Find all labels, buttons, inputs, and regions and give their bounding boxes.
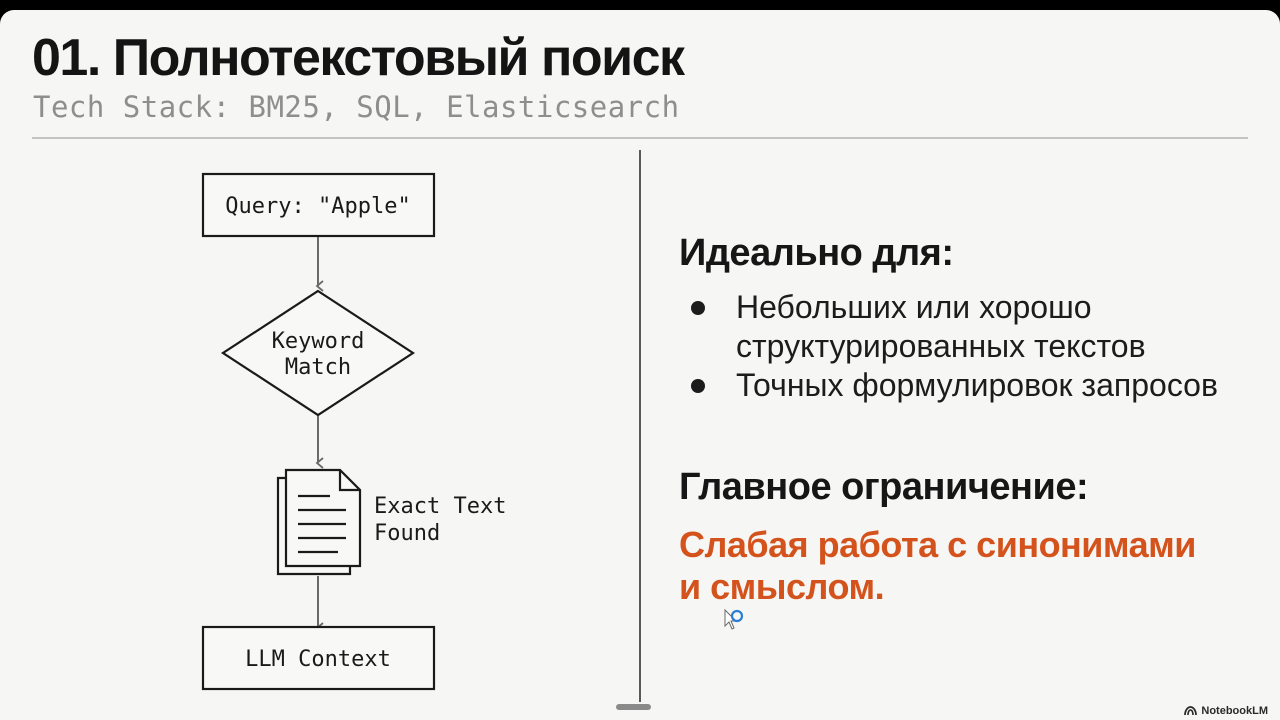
bullet-text: Точных формулировок запросов (736, 367, 1218, 403)
bullet-item: Небольших или хорошо структурированных т… (688, 288, 1248, 366)
keyword-match-line1: Keyword (272, 329, 365, 354)
limitation-heading: Главное ограничение: (679, 466, 1089, 508)
slide-subtitle: Tech Stack: BM25, SQL, Elasticsearch (33, 90, 680, 124)
brand-label: NotebookLM (1201, 705, 1268, 717)
query-label: Query: "Apple" (225, 194, 410, 219)
ideal-bullet-list: Небольших или хорошо структурированных т… (688, 288, 1248, 405)
slide-title: 01. Полнотекстовый поиск (32, 29, 685, 87)
notebooklm-logo-icon (1184, 706, 1198, 716)
query-box: Query: "Apple" (201, 172, 436, 238)
ideal-heading: Идеально для: (679, 232, 954, 274)
bullet-dot-icon (691, 301, 705, 315)
llm-context-box: LLM Context (201, 625, 436, 691)
mouse-cursor-icon (724, 608, 744, 630)
notebooklm-watermark: NotebookLM (1184, 705, 1268, 717)
keyword-match-line2: Match (285, 355, 351, 380)
bullet-dot-icon (691, 379, 705, 393)
document-icon (276, 468, 362, 576)
scroll-indicator[interactable] (616, 704, 651, 710)
document-label-line2: Found (374, 521, 440, 546)
bullet-item: Точных формулировок запросов (688, 366, 1248, 405)
keyword-match-diamond: Keyword Match (220, 289, 416, 417)
slide: 01. Полнотекстовый поиск Tech Stack: BM2… (0, 10, 1280, 720)
flowchart: Query: "Apple" Keyword Match Exact Text … (201, 172, 506, 691)
document-label-line1: Exact Text (374, 494, 506, 519)
column-divider (639, 150, 641, 702)
header-divider (32, 137, 1248, 139)
limitation-text: Слабая работа с синонимами и смыслом. (679, 524, 1196, 607)
llm-context-label: LLM Context (245, 647, 391, 672)
bullet-text: Небольших или хорошо структурированных т… (736, 289, 1146, 364)
